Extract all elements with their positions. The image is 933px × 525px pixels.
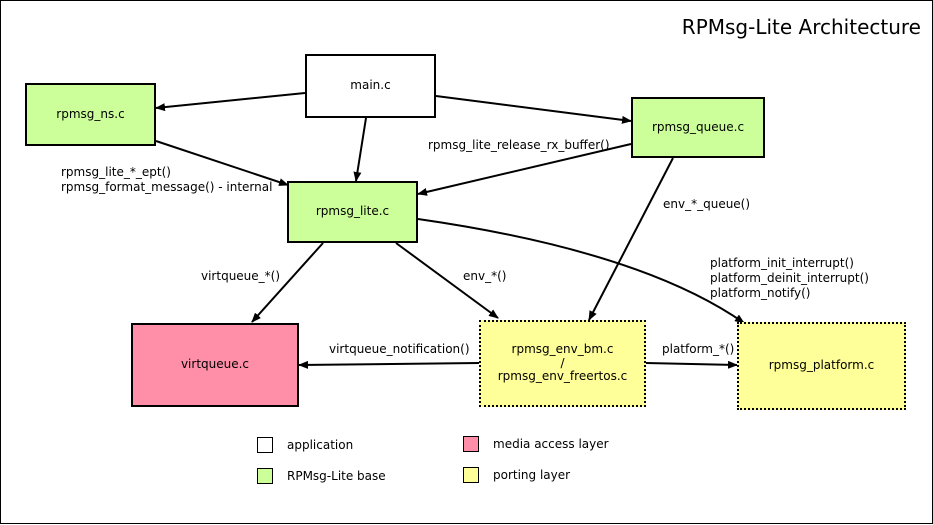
legend-base: RPMsg-Lite base (257, 468, 386, 484)
edge-label-lite-to-platform-line3: platform_notify() (710, 286, 811, 300)
node-rpmsg-lite: rpmsg_lite.c (287, 181, 418, 243)
legend-base-label: RPMsg-Lite base (287, 469, 386, 483)
legend-media-access: media access layer (463, 436, 609, 452)
arrow-env-to-platform (645, 360, 738, 369)
node-virtqueue-label: virtqueue.c (180, 357, 250, 372)
arrow-main-to-ns (155, 92, 306, 112)
node-rpmsg-env-line2: / (560, 355, 565, 370)
legend-porting: porting layer (463, 467, 570, 483)
node-rpmsg-queue: rpmsg_queue.c (631, 97, 765, 158)
arrow-main-to-lite (353, 117, 367, 182)
legend-base-swatch (257, 468, 273, 484)
legend-media-access-swatch (463, 436, 479, 452)
edge-label-lite-to-platform-line1: platform_init_interrupt() (710, 256, 854, 270)
edge-label-lite-to-virtqueue: virtqueue_*() (201, 269, 281, 283)
edge-label-ns-to-lite: rpmsg_lite_*_ept() rpmsg_format_message(… (61, 165, 272, 195)
edge-label-queue-to-env: env_*_queue() (663, 197, 751, 211)
edge-label-env-to-platform: platform_*() (662, 342, 735, 356)
node-main-label: main.c (350, 78, 391, 93)
arrow-lite-to-virtqueue (251, 242, 324, 323)
node-rpmsg-lite-label: rpmsg_lite.c (315, 204, 390, 219)
node-rpmsg-queue-label: rpmsg_queue.c (651, 119, 745, 134)
edge-label-lite-to-platform: platform_init_interrupt() platform_deini… (710, 256, 869, 301)
arrow-ns-to-lite (155, 140, 289, 186)
legend-application: application (257, 437, 353, 453)
edge-label-ns-to-lite-line1: rpmsg_lite_*_ept() (61, 165, 171, 179)
node-rpmsg-env: rpmsg_env_bm.c / rpmsg_env_freertos.c (479, 320, 646, 407)
arrow-lite-to-platform (417, 218, 745, 324)
arrow-main-to-queue (435, 95, 632, 124)
legend-porting-label: porting layer (493, 468, 571, 482)
edge-label-lite-to-env: env_*() (463, 269, 507, 283)
arrow-queue-to-lite (417, 143, 632, 196)
node-rpmsg-env-line1: rpmsg_env_bm.c (511, 341, 614, 356)
edge-label-ns-to-lite-line2: rpmsg_format_message() - internal (61, 180, 273, 194)
node-rpmsg-platform-label: rpmsg_platform.c (768, 358, 875, 373)
legend-media-access-label: media access layer (493, 437, 609, 451)
legend-application-swatch (257, 437, 273, 453)
legend-application-label: application (287, 438, 354, 452)
node-virtqueue: virtqueue.c (131, 323, 299, 407)
diagram-title: RPMsg-Lite Architecture (681, 15, 921, 39)
node-rpmsg-env-line3: rpmsg_env_freertos.c (497, 369, 628, 384)
edge-label-env-to-virtqueue: virtqueue_notification() (329, 342, 470, 356)
node-rpmsg-platform: rpmsg_platform.c (737, 322, 906, 410)
node-rpmsg-ns: rpmsg_ns.c (25, 83, 156, 146)
arrow-queue-to-env (588, 157, 674, 321)
arrow-lite-to-env (395, 242, 499, 319)
arrow-env-to-virtqueue (298, 360, 480, 369)
legend-porting-swatch (463, 467, 479, 483)
node-main: main.c (305, 54, 436, 118)
edge-label-lite-to-platform-line2: platform_deinit_interrupt() (710, 271, 869, 285)
node-rpmsg-ns-label: rpmsg_ns.c (56, 106, 125, 121)
edge-label-queue-to-lite: rpmsg_lite_release_rx_buffer() (428, 138, 610, 152)
